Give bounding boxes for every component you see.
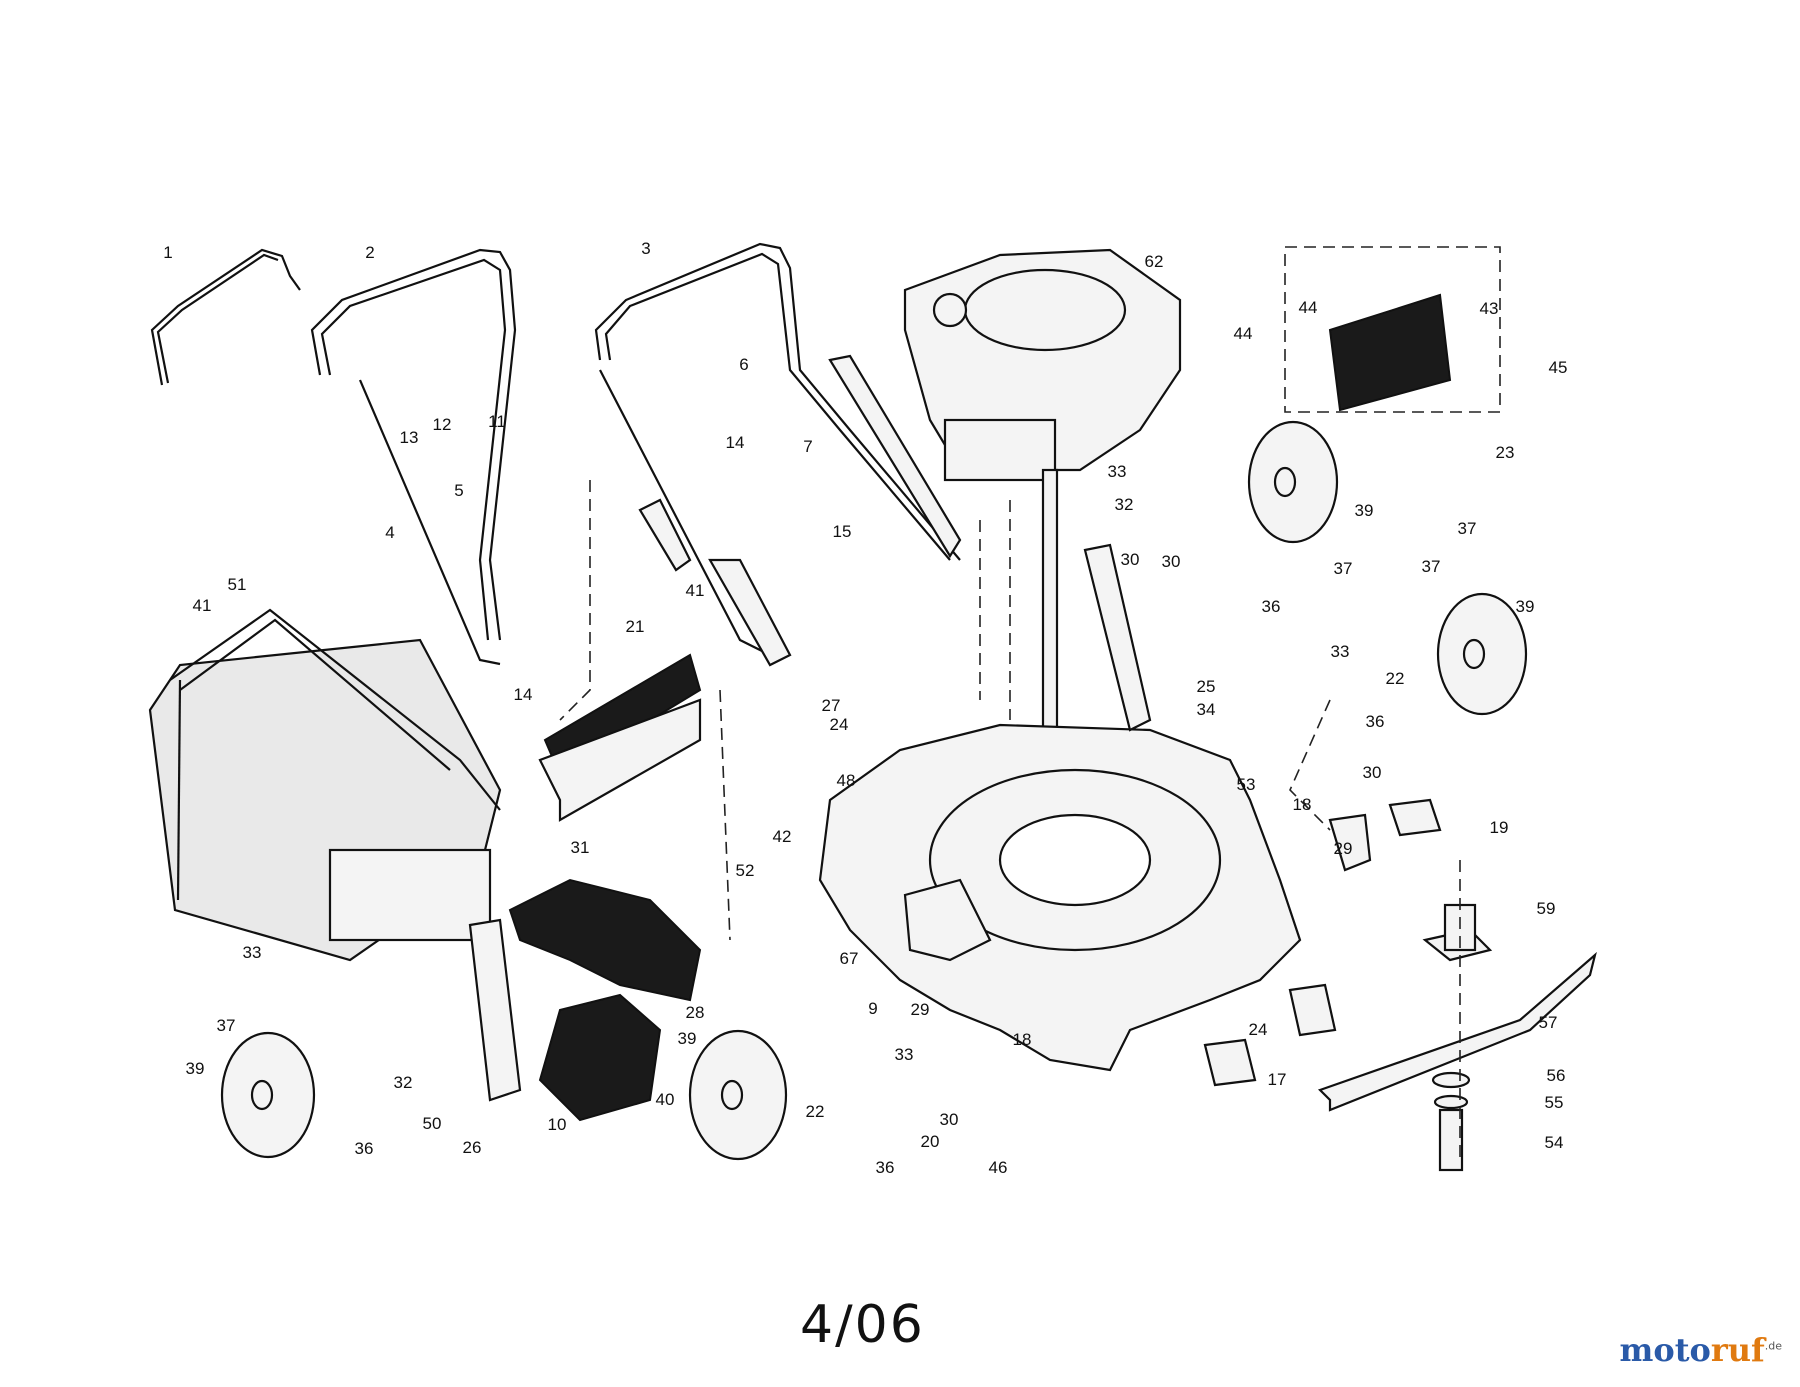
callout-2: 2 bbox=[365, 243, 374, 262]
callout-32: 32 bbox=[1115, 495, 1134, 514]
callout-17: 17 bbox=[1268, 1070, 1287, 1089]
callout-37: 37 bbox=[1422, 557, 1441, 576]
callout-41: 41 bbox=[193, 596, 212, 615]
callout-41: 41 bbox=[686, 581, 705, 600]
callout-40: 40 bbox=[656, 1090, 675, 1109]
callout-39: 39 bbox=[1355, 501, 1374, 520]
callout-59: 59 bbox=[1537, 899, 1556, 918]
callout-23: 23 bbox=[1496, 443, 1515, 462]
callout-25: 25 bbox=[1197, 677, 1216, 696]
callout-48: 48 bbox=[837, 771, 856, 790]
callout-55: 55 bbox=[1545, 1093, 1564, 1112]
lower-handle-3 bbox=[594, 242, 961, 561]
callout-29: 29 bbox=[1334, 839, 1353, 858]
logo-tld: .de bbox=[1764, 1339, 1782, 1353]
callout-42: 42 bbox=[773, 827, 792, 846]
callout-43: 43 bbox=[1480, 299, 1499, 318]
callout-7: 7 bbox=[803, 437, 812, 456]
callout-14: 14 bbox=[514, 685, 533, 704]
upper-handle-rod bbox=[150, 248, 301, 386]
callout-39: 39 bbox=[186, 1059, 205, 1078]
callout-28: 28 bbox=[686, 1003, 705, 1022]
callout-4: 4 bbox=[385, 523, 394, 542]
logo-part1: moto bbox=[1619, 1331, 1711, 1369]
callout-19: 19 bbox=[1490, 818, 1509, 837]
wheel-rear-right bbox=[1436, 592, 1528, 716]
callout-15: 15 bbox=[833, 522, 852, 541]
wheel-front-right bbox=[688, 1029, 788, 1161]
callout-52: 52 bbox=[736, 861, 755, 880]
callout-56: 56 bbox=[1547, 1066, 1566, 1085]
callout-51: 51 bbox=[228, 575, 247, 594]
callout-46: 46 bbox=[989, 1158, 1008, 1177]
callout-53: 53 bbox=[1237, 775, 1256, 794]
mulch-plug bbox=[538, 993, 662, 1122]
callout-10: 10 bbox=[548, 1115, 567, 1134]
callout-50: 50 bbox=[423, 1114, 442, 1133]
callout-30: 30 bbox=[1121, 550, 1140, 569]
callout-36: 36 bbox=[1262, 597, 1281, 616]
callout-33: 33 bbox=[895, 1045, 914, 1064]
callout-13: 13 bbox=[400, 428, 419, 447]
callout-33: 33 bbox=[243, 943, 262, 962]
date-code: 4/06 bbox=[800, 1295, 925, 1355]
callout-37: 37 bbox=[217, 1016, 236, 1035]
callout-18: 18 bbox=[1293, 795, 1312, 814]
callout-39: 39 bbox=[1516, 597, 1535, 616]
callout-6: 6 bbox=[739, 355, 748, 374]
watermark-logo: motoruf.de bbox=[1620, 1331, 1782, 1369]
callout-24: 24 bbox=[830, 715, 849, 734]
callout-24: 24 bbox=[1249, 1020, 1268, 1039]
callout-36: 36 bbox=[355, 1139, 374, 1158]
callout-9: 9 bbox=[868, 999, 877, 1018]
callout-30: 30 bbox=[1363, 763, 1382, 782]
callout-44: 44 bbox=[1299, 298, 1318, 317]
callout-45: 45 bbox=[1549, 358, 1568, 377]
callout-22: 22 bbox=[1386, 669, 1405, 688]
callout-3: 3 bbox=[641, 239, 650, 258]
callout-34: 34 bbox=[1197, 700, 1216, 719]
callout-29: 29 bbox=[911, 1000, 930, 1019]
callout-67: 67 bbox=[840, 949, 859, 968]
callout-22: 22 bbox=[806, 1102, 825, 1121]
wheel-front-left bbox=[220, 1031, 316, 1159]
logo-part2: ruf bbox=[1710, 1331, 1765, 1369]
callout-32: 32 bbox=[394, 1073, 413, 1092]
callout-39: 39 bbox=[678, 1029, 697, 1048]
upper-handle-2 bbox=[310, 248, 517, 641]
side-discharge-chute bbox=[508, 878, 702, 1002]
callout-30: 30 bbox=[940, 1110, 959, 1129]
callout-31: 31 bbox=[571, 838, 590, 857]
callout-57: 57 bbox=[1539, 1013, 1558, 1032]
callout-36: 36 bbox=[876, 1158, 895, 1177]
callout-30: 30 bbox=[1162, 552, 1181, 571]
callout-36: 36 bbox=[1366, 712, 1385, 731]
callout-37: 37 bbox=[1458, 519, 1477, 538]
callout-21: 21 bbox=[626, 617, 645, 636]
callout-14: 14 bbox=[726, 433, 745, 452]
callout-11: 11 bbox=[488, 412, 506, 431]
blade bbox=[1317, 951, 1597, 1112]
callout-26: 26 bbox=[463, 1138, 482, 1157]
callout-20: 20 bbox=[921, 1132, 940, 1151]
callout-54: 54 bbox=[1545, 1133, 1564, 1152]
callout-37: 37 bbox=[1334, 559, 1353, 578]
callout-12: 12 bbox=[433, 415, 452, 434]
callout-62: 62 bbox=[1145, 252, 1164, 271]
callout-33: 33 bbox=[1108, 462, 1127, 481]
wheel-rear-top bbox=[1247, 420, 1339, 544]
callout-1: 1 bbox=[163, 243, 172, 262]
callout-33: 33 bbox=[1331, 642, 1350, 661]
callout-44: 44 bbox=[1234, 324, 1253, 343]
callout-18: 18 bbox=[1013, 1030, 1032, 1049]
callout-5: 5 bbox=[454, 481, 463, 500]
callout-27: 27 bbox=[822, 696, 841, 715]
